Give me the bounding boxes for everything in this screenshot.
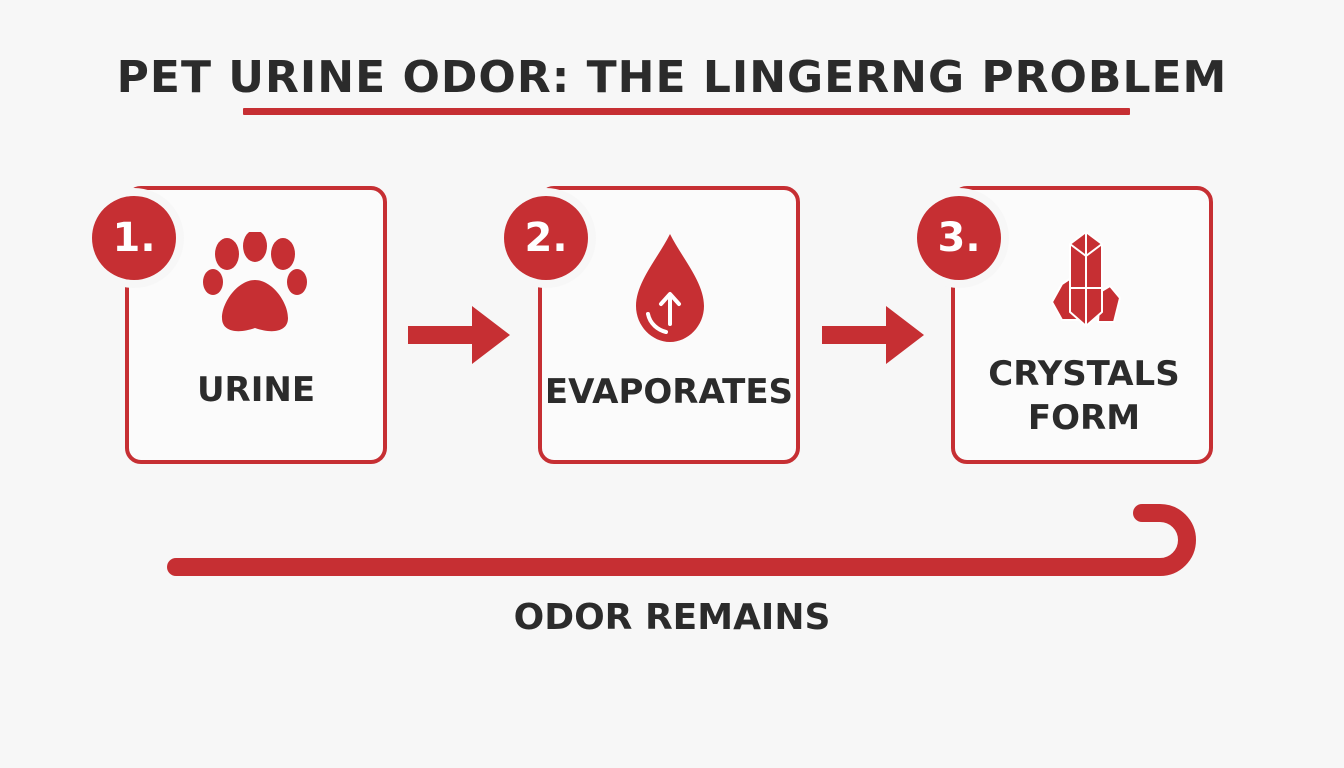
droplet-up-arrow-icon: [636, 234, 704, 342]
title-underline: [243, 108, 1130, 115]
page-title: PET URINE ODOR: THE LINGERNG PROBLEM: [116, 52, 1228, 103]
step-number-badge: 1.: [92, 196, 176, 280]
step-number-badge: 2.: [504, 196, 588, 280]
paw-icon: [203, 232, 307, 332]
step-label: CRYSTALS FORM: [988, 354, 1180, 438]
step-number-badge: 3.: [917, 196, 1001, 280]
crystal-icon: [1051, 231, 1121, 327]
arrow-right-icon: [408, 306, 510, 364]
step-label: EVAPORATES: [544, 372, 794, 412]
arrow-right-icon: [822, 306, 924, 364]
footer-label: ODOR REMAINS: [513, 597, 831, 638]
step-label: URINE: [196, 370, 316, 410]
